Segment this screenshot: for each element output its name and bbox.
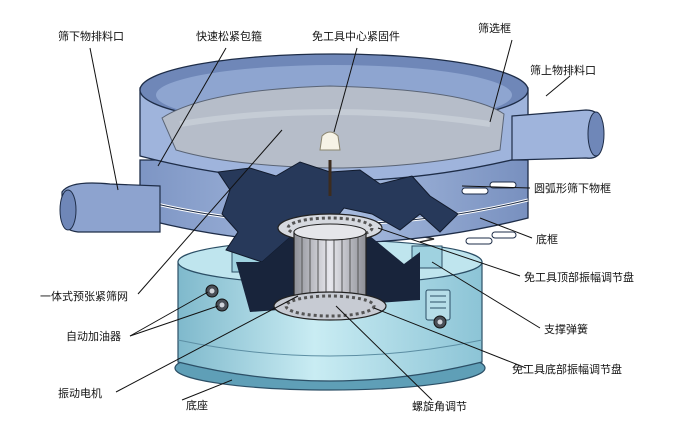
center-fastener xyxy=(319,131,341,196)
label-vibration-motor: 振动电机 xyxy=(58,386,102,400)
label-over-screen-outlet: 筛上物排料口 xyxy=(530,63,596,77)
label-center-fastener: 免工具中心紧固件 xyxy=(312,29,400,43)
over-screen-outlet-spout xyxy=(511,109,605,161)
label-base: 底座 xyxy=(186,398,208,412)
motor xyxy=(293,223,367,303)
label-support-spring: 支撑弹簧 xyxy=(544,322,588,336)
label-bottom-amplitude-disc: 免工具底部振幅调节盘 xyxy=(512,362,622,376)
oiler-cups xyxy=(205,284,447,329)
label-quick-clamp-hoop: 快速松紧包箍 xyxy=(196,29,262,43)
label-bottom-frame: 底框 xyxy=(536,232,558,246)
label-screen-frame: 筛选框 xyxy=(478,21,511,35)
label-top-amplitude-disc: 免工具顶部振幅调节盘 xyxy=(524,270,634,284)
label-auto-oiler: 自动加油器 xyxy=(66,329,121,343)
label-arc-under-screen-frame: 圆弧形筛下物框 xyxy=(534,181,611,195)
frame-studs xyxy=(461,181,517,245)
under-screen-outlet-spout xyxy=(59,182,161,233)
label-helix-angle-adjust: 螺旋角调节 xyxy=(412,399,467,413)
label-under-screen-outlet: 筛下物排料口 xyxy=(58,29,124,43)
labels: 筛下物排料口 快速松紧包箍 免工具中心紧固件 筛选框 筛上物排料口 圆弧形筛下物… xyxy=(40,21,634,413)
leader-lines xyxy=(89,39,571,401)
bottom-disc xyxy=(273,291,387,321)
label-integral-tension-mesh: 一体式预张紧筛网 xyxy=(40,289,128,303)
